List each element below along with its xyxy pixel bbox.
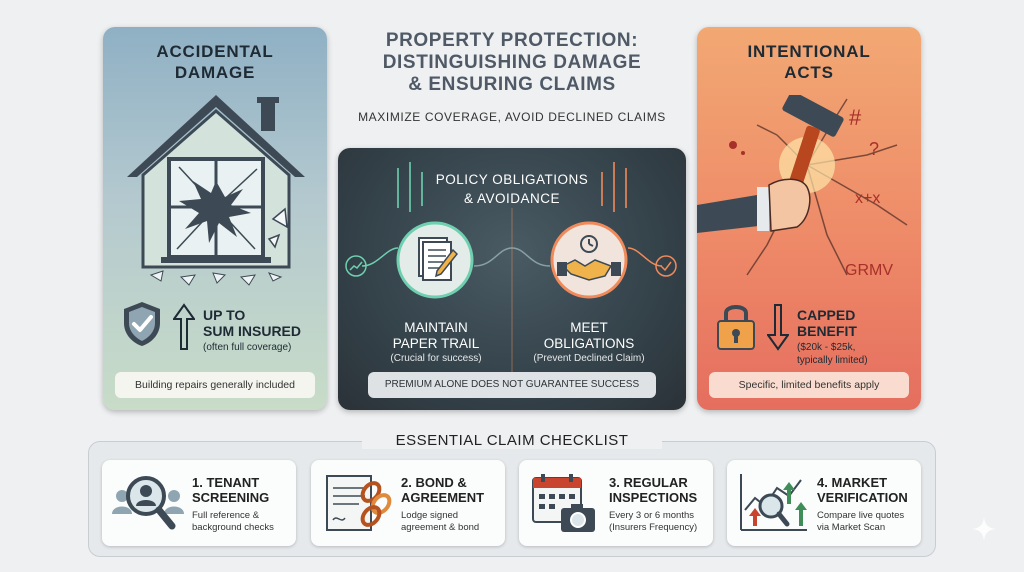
card-desc-line-2: via Market Scan [817,522,886,533]
benefit-amount: Capped Benefit [797,307,857,339]
coverage-amount: Up to Sum Insured [203,307,301,339]
paper-trail-note: (Crucial for success) [390,353,482,364]
coverage-amount-line-2: Sum Insured [203,323,302,339]
accidental-title-line-2: Damage [174,63,256,82]
card-title: 4. Market Verification [817,475,917,505]
magnifier-person-icon [112,476,184,530]
card-title: 2. Bond & Agreement [401,475,501,505]
intentional-title: Intentional Acts [697,41,921,83]
card-title-line-1: 2. Bond & [401,475,467,490]
card-title-line-1: 4. Market [817,475,888,490]
intentional-acts-panel: Intentional Acts # ? x+x GRMV Capped Ben… [697,27,921,410]
obligations-label-line-2: Obligations [543,336,635,351]
svg-text:?: ? [869,139,879,159]
checklist-card-bond-agreement: 2. Bond & Agreement Lodge signed agreeme… [311,460,505,546]
chart-magnifier-icon [740,474,807,531]
accidental-title-line-1: Accidental [156,42,274,61]
premium-warning-text: Premium alone does not guarantee success [384,379,640,390]
svg-text:GRMV: GRMV [845,262,893,279]
growth-chart-badge-icon [345,255,367,277]
card-desc-line-2: agreement & bond [401,522,480,533]
header: Property Protection: Distinguishing Dama… [340,30,684,124]
card-description: Full reference & background checks [192,510,292,534]
premium-warning-pill: Premium alone does not guarantee success [368,372,656,398]
obligations-label-line-1: Meet [570,320,608,335]
paper-trail-label-line-1: Maintain [404,320,468,335]
card-desc-line-2: (Insurers Frequency) [609,522,698,533]
card-title-line-2: Screening [192,490,270,505]
card-title-line-1: 3. Regular [609,475,688,490]
calendar-camera-icon [532,474,595,532]
benefit-amount-line-1: Capped [797,307,856,323]
card-description: Lodge signed agreement & bond [401,510,501,534]
svg-text:#: # [849,105,862,130]
card-title-line-2: Agreement [401,490,485,505]
card-title-line-1: 1. Tenant [192,475,260,490]
padlock-icon [717,305,755,350]
broken-window-house-icon [127,95,305,286]
card-desc-line-1: Every 3 or 6 months [609,510,695,521]
accidental-info-pill: Building repairs generally included [115,372,315,398]
checklist-card-market-verification: 4. Market Verification Compare live quot… [727,460,921,546]
document-chain-icon [326,475,392,531]
handshake-clock-icon [550,221,628,299]
accidental-title: Accidental Damage [103,41,327,83]
coverage-amount-line-1: Up to [203,307,246,323]
card-description: Compare live quotes via Market Scan [817,510,917,534]
card-title: 3. Regular Inspections [609,475,709,505]
obligations-note: (Prevent Declined Claim) [533,353,645,364]
intentional-info-pill: Specific, limited benefits apply [709,372,909,398]
benefit-amount-line-2: Benefit [797,323,857,339]
arrow-down-icon [767,304,789,351]
checklist-card-tenant-screening: 1. Tenant Screening Full reference & bac… [102,460,296,546]
intentional-title-line-1: Intentional [747,42,871,61]
coverage-note: (often full coverage) [203,342,292,353]
card-desc-line-1: Full reference & [192,510,260,521]
policy-title-line-1: Policy Obligations [435,172,589,187]
title-line-2: Distinguishing Damage [382,52,642,73]
checklist-card-regular-inspections: 3. Regular Inspections Every 3 or 6 mont… [519,460,713,546]
accidental-damage-panel: Accidental Damage Up to Sum Insured (of [103,27,327,410]
checklist-title: Essential Claim Checklist [362,432,662,449]
card-title-line-2: Verification [817,490,908,505]
paper-trail-label-line-2: Paper Trail [392,336,480,351]
title-line-3: & Ensuring Claims [408,74,616,95]
intentional-title-line-2: Acts [784,63,834,82]
title-line-1: Property Protection: [385,30,639,51]
card-description: Every 3 or 6 months (Insurers Frequency) [609,510,709,534]
arrow-up-icon [173,303,195,350]
hammer-fist-icon: # ? x+x GRMV [697,95,908,279]
policy-title-line-2: & Avoidance [463,191,561,206]
policy-obligations-panel: Policy Obligations & Avoidance Maintain … [338,148,686,410]
card-desc-line-1: Compare live quotes [817,510,905,521]
sparkle-icon [972,517,996,541]
policy-title: Policy Obligations & Avoidance [338,170,686,208]
obligations-label: Meet Obligations [524,320,654,352]
benefit-note-line-2: typically limited) [797,355,868,366]
page-title: Property Protection: Distinguishing Dama… [340,30,684,96]
paper-trail-label: Maintain Paper Trail [371,320,501,352]
svg-text:x+x: x+x [855,190,880,207]
shield-check-icon [124,302,160,346]
benefit-note-line-1: ($20k - $25k, [797,342,856,353]
card-desc-line-2: background checks [192,522,274,533]
benefit-note: ($20k - $25k, typically limited) [797,341,868,367]
card-desc-line-1: Lodge signed [401,510,459,521]
page-subtitle: Maximize Coverage, Avoid Declined Claims [358,110,666,124]
document-pencil-icon [396,221,474,299]
card-title-line-2: Inspections [609,490,698,505]
card-title: 1. Tenant Screening [192,475,292,505]
shield-check-badge-icon [655,255,677,277]
glow-lines-decoration [361,162,663,384]
